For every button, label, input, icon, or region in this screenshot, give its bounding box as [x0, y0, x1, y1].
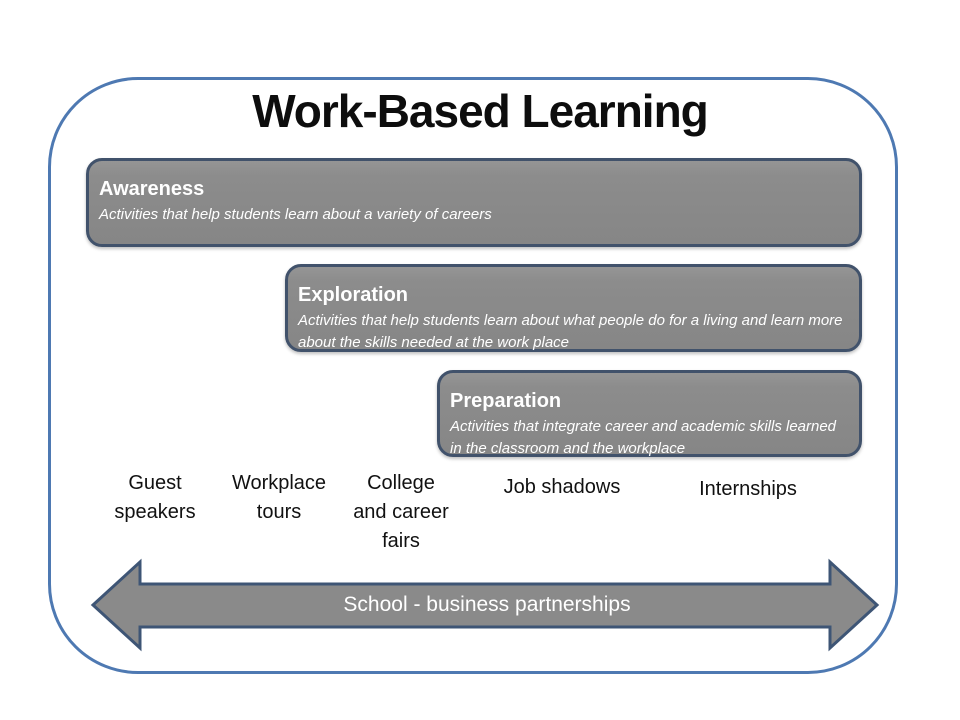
- stage-description-awareness: Activities that help students learn abou…: [99, 206, 492, 223]
- stage-name-exploration: Exploration: [298, 284, 409, 306]
- stage-description-preparation: Activities that integrate career and aca…: [450, 418, 837, 457]
- slide-title: Work-Based Learning: [252, 85, 709, 137]
- stage-name-preparation: Preparation: [450, 390, 562, 412]
- stage-description-exploration: Activities that help students learn abou…: [298, 312, 843, 351]
- activity-label-college-career-fairs: College and career fairs: [353, 472, 449, 552]
- stage-name-awareness: Awareness: [99, 178, 205, 200]
- stage-box-preparation: Preparation Activities that integrate ca…: [437, 370, 862, 457]
- activity-label-internships: Internships: [699, 478, 797, 500]
- activity-label-guest-speakers: Guest speakers: [114, 472, 196, 523]
- activity-label-workplace-tours: Workplace tours: [231, 472, 327, 523]
- stage-box-exploration: Exploration Activities that help student…: [285, 264, 862, 352]
- activity-label-job-shadows: Job shadows: [503, 476, 621, 498]
- partnership-arrow-label: School - business partnerships: [343, 593, 631, 616]
- stage-box-awareness: Awareness Activities that help students …: [86, 158, 862, 247]
